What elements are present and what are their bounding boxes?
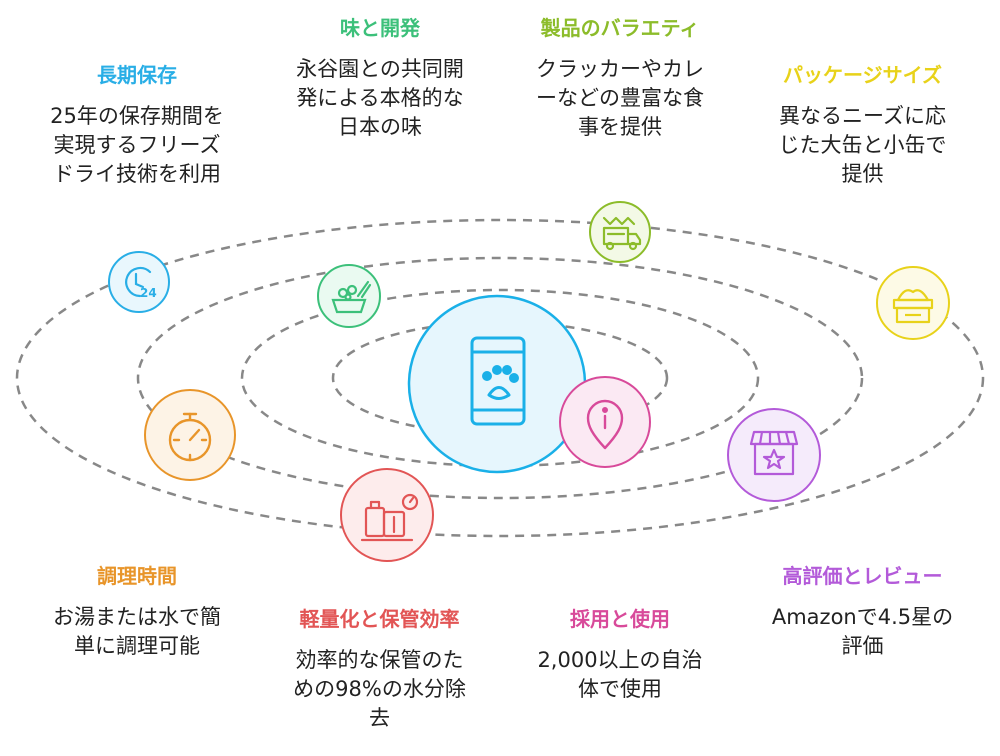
node-long-storage: 24 [108, 251, 170, 313]
node-reviews [727, 408, 821, 502]
title-taste: 味と開発 [340, 16, 420, 40]
orbit-outer [15, 218, 985, 538]
label-long-storage: 長期保存 25年の保存期間を 実現するフリーズ ドライ技術を利用 [22, 62, 252, 189]
label-cook-time: 調理時間 お湯または水で簡 単に調理可能 [22, 563, 252, 661]
luggage-scale-icon [360, 493, 419, 542]
label-lightweight: 軽量化と保管効率 効率的な保管のた めの98%の水分除 去 [262, 606, 497, 733]
title-reviews: 高評価とレビュー [782, 564, 943, 588]
desc-reviews: Amazonで4.5星の 評価 [771, 605, 954, 658]
store-star-icon [749, 430, 799, 476]
svg-text:24: 24 [140, 286, 157, 300]
info-pin-icon [586, 399, 624, 450]
title-lightweight: 軽量化と保管効率 [299, 607, 460, 631]
title-variety: 製品のバラエティ [540, 16, 700, 40]
node-cook-time [144, 389, 236, 481]
food-bowl-icon [331, 280, 372, 314]
title-long-storage: 長期保存 [97, 63, 177, 87]
clock-24-icon: 24 [125, 266, 157, 300]
desc-cook-time: お湯または水で簡 単に調理可能 [53, 605, 221, 658]
desc-variety: クラッカーやカレ ーなどの豊富な食 事を提供 [536, 57, 704, 139]
desc-long-storage: 25年の保存期間を 実現するフリーズ ドライ技術を利用 [50, 104, 224, 186]
label-package-size: パッケージサイズ 異なるニーズに応 じた大缶と小缶で 提供 [745, 62, 980, 189]
label-taste: 味と開発 永谷園との共同開 発による本格的な 日本の味 [265, 15, 495, 142]
node-lightweight [340, 468, 434, 562]
orbit-inner-1 [331, 320, 669, 436]
desc-package-size: 異なるニーズに応 じた大缶と小缶で 提供 [778, 104, 947, 186]
label-adoption: 採用と使用 2,000以上の自治 体で使用 [505, 606, 735, 704]
food-truck-icon [602, 216, 642, 251]
node-adoption [559, 376, 651, 468]
title-adoption: 採用と使用 [570, 607, 670, 631]
stopwatch-icon [168, 412, 212, 462]
label-variety: 製品のバラエティ クラッカーやカレ ーなどの豊富な食 事を提供 [505, 15, 735, 142]
center-node [407, 294, 587, 474]
desc-taste: 永谷園との共同開 発による本格的な 日本の味 [296, 57, 464, 139]
container-icon [892, 289, 934, 324]
desc-adoption: 2,000以上の自治 体で使用 [537, 648, 703, 701]
title-cook-time: 調理時間 [97, 564, 177, 588]
label-reviews: 高評価とレビュー Amazonで4.5星の 評価 [745, 563, 980, 661]
node-taste [317, 264, 381, 328]
node-package-size [876, 266, 950, 340]
title-package-size: パッケージサイズ [783, 63, 942, 87]
node-variety [589, 201, 651, 263]
desc-lightweight: 効率的な保管のた めの98%の水分除 去 [293, 648, 466, 730]
orbit-middle [136, 256, 864, 500]
pet-food-can-icon [470, 336, 526, 426]
